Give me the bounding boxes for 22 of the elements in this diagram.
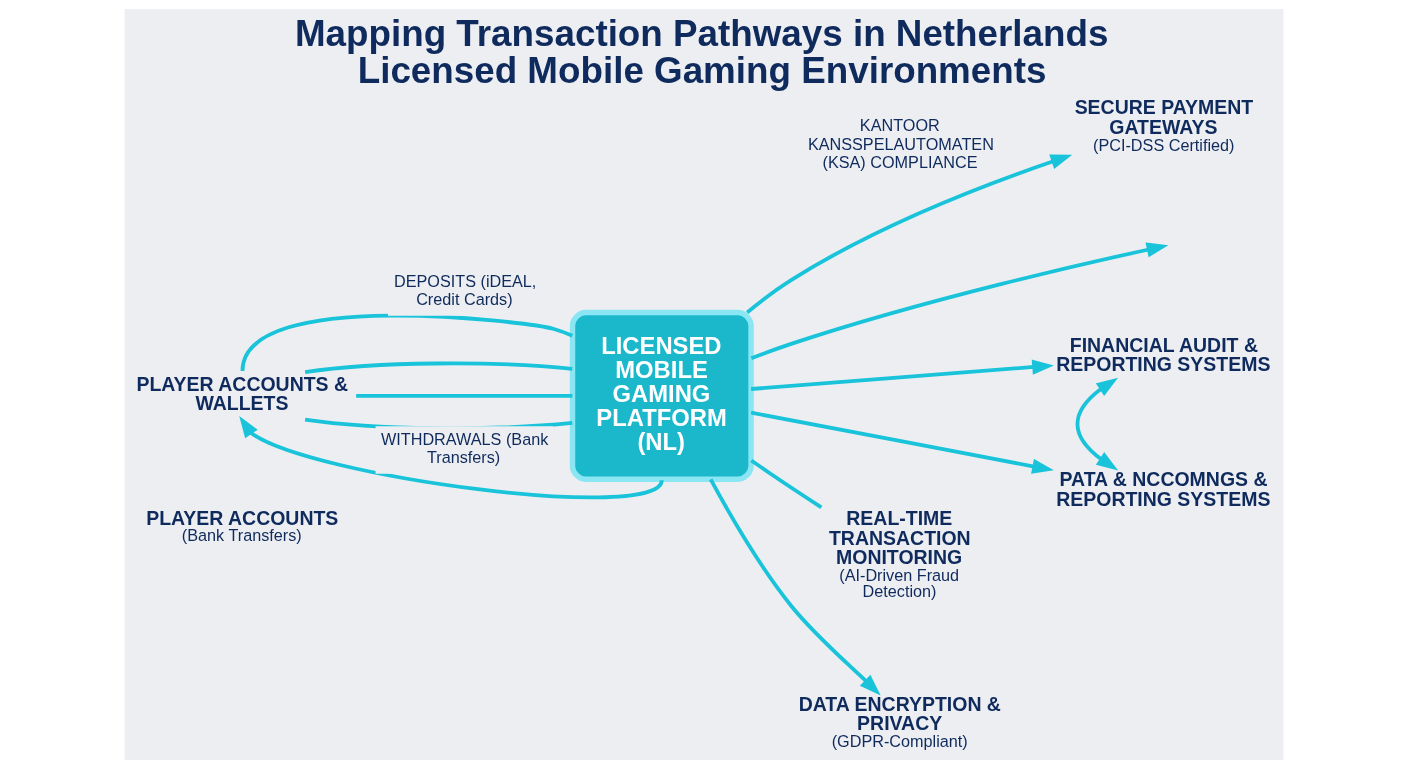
connector — [240, 313, 574, 371]
diagram-title: Mapping Transaction Pathways in Netherlands Licensed Mobile Gaming Environments — [294, 12, 1109, 91]
arrow — [746, 154, 1073, 314]
connector — [304, 361, 573, 374]
node-text: SECURE PAYMENT GATEWAYS (PCI-DSS Certified) — [1074, 95, 1254, 154]
arrow — [709, 477, 881, 695]
node-text: REAL-TIME TRANSACTION MONITORING (AI-Driven Fraud Detection) — [828, 506, 971, 600]
arrow — [750, 410, 1054, 474]
node-text: FINANCIAL AUDIT & REPORTING SYSTEMS — [1056, 333, 1271, 375]
node-text: PATA & NCCOMNGS & REPORTING SYSTEMS — [1056, 467, 1271, 510]
node-text: PLAYER ACCOUNTS (Bank Transfers) — [146, 506, 339, 544]
connector — [356, 393, 573, 398]
node-text: DATA ENCRYPTION & PRIVACY (GDPR-Compliant) — [798, 692, 1001, 750]
edge-label: DEPOSITS (iDEAL, Credit Cards) — [393, 271, 537, 308]
arrow — [750, 359, 1054, 391]
edge-label: WITHDRAWALS (Bank Transfers) — [380, 429, 549, 466]
arrow — [750, 241, 1169, 360]
connector — [750, 458, 823, 509]
node-text: PLAYER ACCOUNTS & WALLETS — [136, 372, 349, 414]
edge-label: KANTOOR KANSSPELAUTOMATEN (KSA) COMPLIANCE — [807, 115, 994, 171]
node-box: LICENSED MOBILE GAMING PLATFORM (NL) — [569, 309, 754, 482]
arrow — [1075, 377, 1119, 470]
